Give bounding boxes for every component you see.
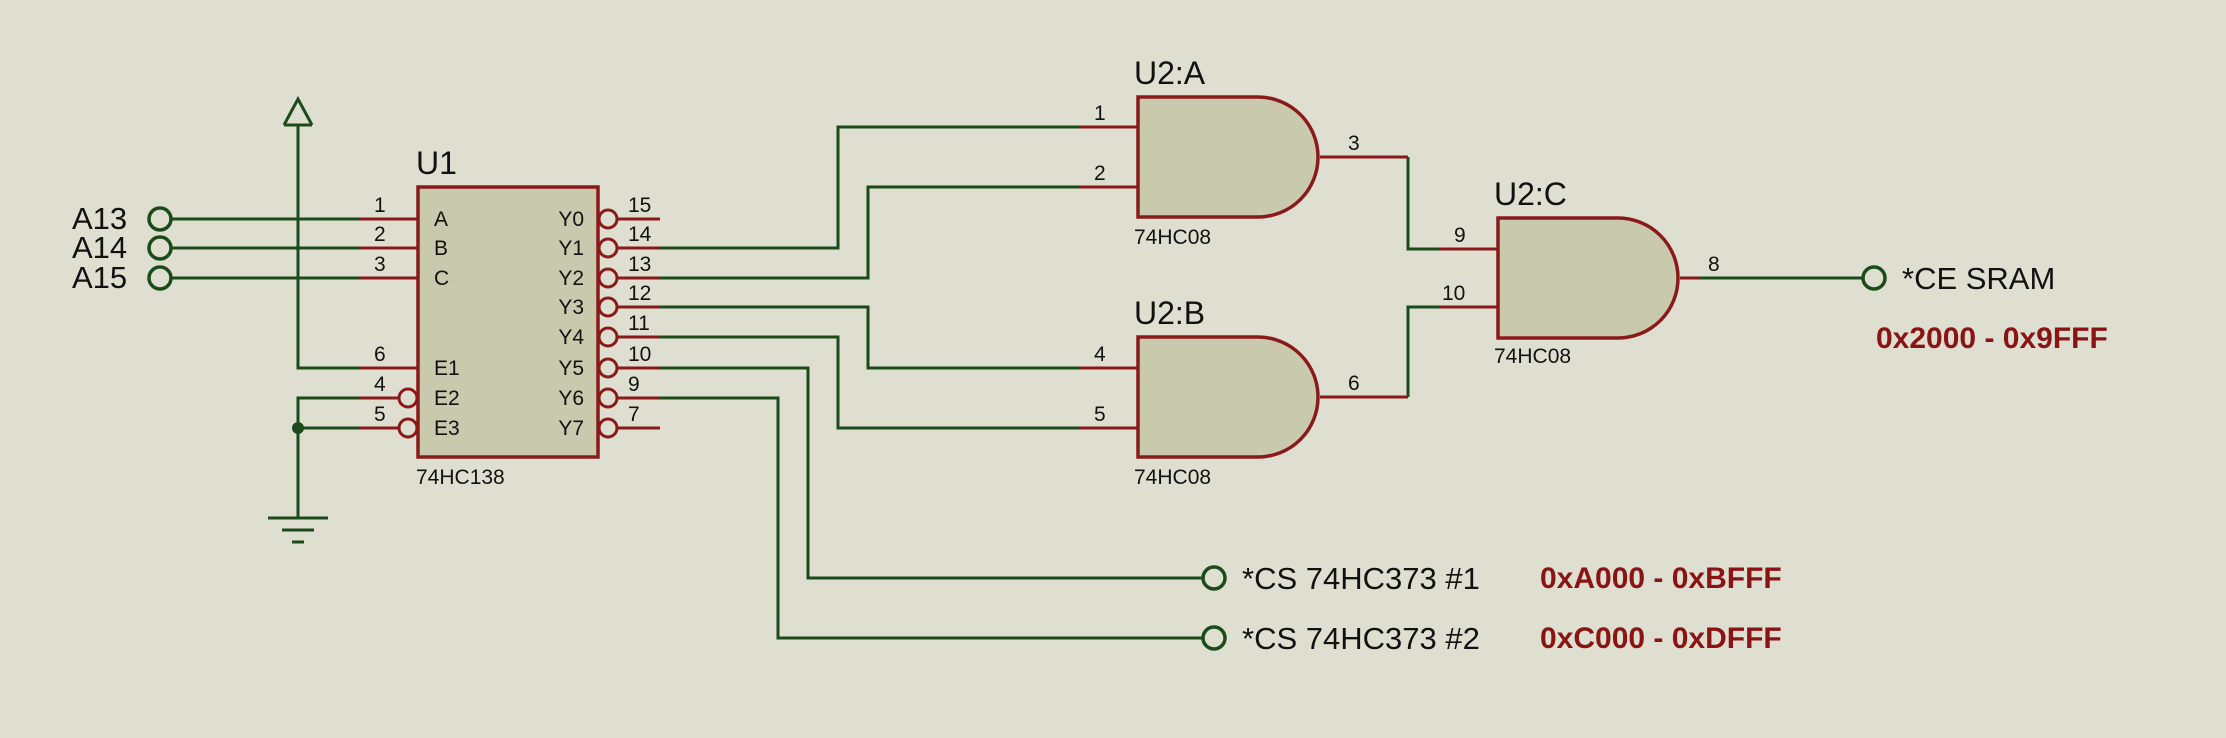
wire-u2a-out <box>1406 157 1439 251</box>
inverting-bubble-icon <box>597 357 619 379</box>
wire-y2 <box>660 185 1080 280</box>
pin-name: E2 <box>434 387 460 410</box>
pin-number: 6 <box>1348 372 1360 395</box>
terminal-a13-icon <box>147 206 173 232</box>
pin-number: 8 <box>1708 253 1720 276</box>
pin-name: Y7 <box>558 417 584 440</box>
output-label-sram: *CE SRAM <box>1902 261 2055 296</box>
pin-name: C <box>434 267 449 290</box>
junction-dot <box>292 422 304 434</box>
pin-number: 5 <box>1094 403 1106 426</box>
inverting-bubble-icon <box>597 267 619 289</box>
and-gate-u2b-icon <box>1080 335 1408 459</box>
pin-name: Y2 <box>558 267 584 290</box>
wires <box>171 125 1862 640</box>
u2b-part: 74HC08 <box>1134 466 1211 489</box>
pin-number: 9 <box>1454 224 1466 247</box>
input-label: A13 <box>72 201 127 236</box>
wire-y6 <box>660 396 1202 640</box>
terminal-a14-icon <box>147 235 173 261</box>
address-range-cs2: 0xC000 - 0xDFFF <box>1540 622 1782 655</box>
inverting-bubble-icon <box>597 237 619 259</box>
pin-number: 11 <box>628 312 650 335</box>
terminal-cs2-icon <box>1201 625 1227 651</box>
pin-name: E3 <box>434 417 460 440</box>
u2a-part: 74HC08 <box>1134 226 1211 249</box>
pin-number: 5 <box>374 403 386 426</box>
pin-name: Y0 <box>558 208 584 231</box>
pin-number: 1 <box>1094 102 1106 125</box>
inverting-bubble-icon <box>597 326 619 348</box>
pin-name: E1 <box>434 357 460 380</box>
u2b-ref: U2:B <box>1134 295 1205 331</box>
wire-u2b-out <box>1406 305 1439 397</box>
u2a-ref: U2:A <box>1134 55 1206 91</box>
pin-number: 3 <box>374 253 386 276</box>
pin-number: 10 <box>628 343 651 366</box>
terminal-cs1-icon <box>1201 565 1227 591</box>
inverting-bubble-icon <box>397 417 419 439</box>
terminal-ce-sram-icon <box>1861 265 1887 291</box>
pin-number: 9 <box>628 373 640 396</box>
pin-name: Y5 <box>558 357 584 380</box>
pin-name: Y1 <box>558 237 584 260</box>
inverting-bubble-icon <box>397 387 419 409</box>
pin-number: 2 <box>374 223 386 246</box>
pin-number: 1 <box>374 194 386 217</box>
u1-part: 74HC138 <box>416 466 505 489</box>
inverting-bubble-icon <box>597 417 619 439</box>
u1-decoder <box>360 185 660 459</box>
inverting-bubble-icon <box>597 296 619 318</box>
terminal-a15-icon <box>147 265 173 291</box>
pin-number: 13 <box>628 253 651 276</box>
wire-e2-gnd <box>296 396 360 518</box>
pin-number: 6 <box>374 343 386 366</box>
ground-icon <box>268 516 328 544</box>
input-label: A15 <box>72 260 127 295</box>
address-range-cs1: 0xA000 - 0xBFFF <box>1540 562 1782 595</box>
pin-name: Y3 <box>558 296 584 319</box>
pin-number: 12 <box>628 282 651 305</box>
pin-name: A <box>434 208 448 231</box>
pin-number: 4 <box>374 373 386 396</box>
inverting-bubble-icon <box>597 387 619 409</box>
pin-number: 10 <box>1442 282 1465 305</box>
wire-vcc-e1 <box>296 125 360 370</box>
and-gate-u2c-icon <box>1439 216 1700 340</box>
wire-y1 <box>660 125 1080 250</box>
inverting-bubble-icon <box>597 208 619 230</box>
address-range-sram: 0x2000 - 0x9FFF <box>1876 322 2108 355</box>
input-label: A14 <box>72 230 127 265</box>
and-gate-u2a-icon <box>1080 95 1408 219</box>
output-label-cs1: *CS 74HC373 #1 <box>1242 561 1480 596</box>
pin-number: 2 <box>1094 162 1106 185</box>
pin-number: 15 <box>628 194 651 217</box>
pin-number: 3 <box>1348 132 1360 155</box>
wire-y5 <box>660 366 1202 580</box>
wire-y3 <box>660 305 1080 370</box>
pin-number: 4 <box>1094 343 1106 366</box>
pin-name: Y6 <box>558 387 584 410</box>
pin-number: 7 <box>628 403 640 426</box>
u1-ref: U1 <box>416 145 457 181</box>
wire-y4 <box>660 335 1080 430</box>
u2c-part: 74HC08 <box>1494 345 1571 368</box>
output-label-cs2: *CS 74HC373 #2 <box>1242 621 1480 656</box>
pin-number: 14 <box>628 223 652 246</box>
pin-name: B <box>434 237 448 260</box>
power-arrow-icon <box>282 95 314 127</box>
pin-name: Y4 <box>558 326 584 349</box>
u2c-ref: U2:C <box>1494 176 1567 212</box>
